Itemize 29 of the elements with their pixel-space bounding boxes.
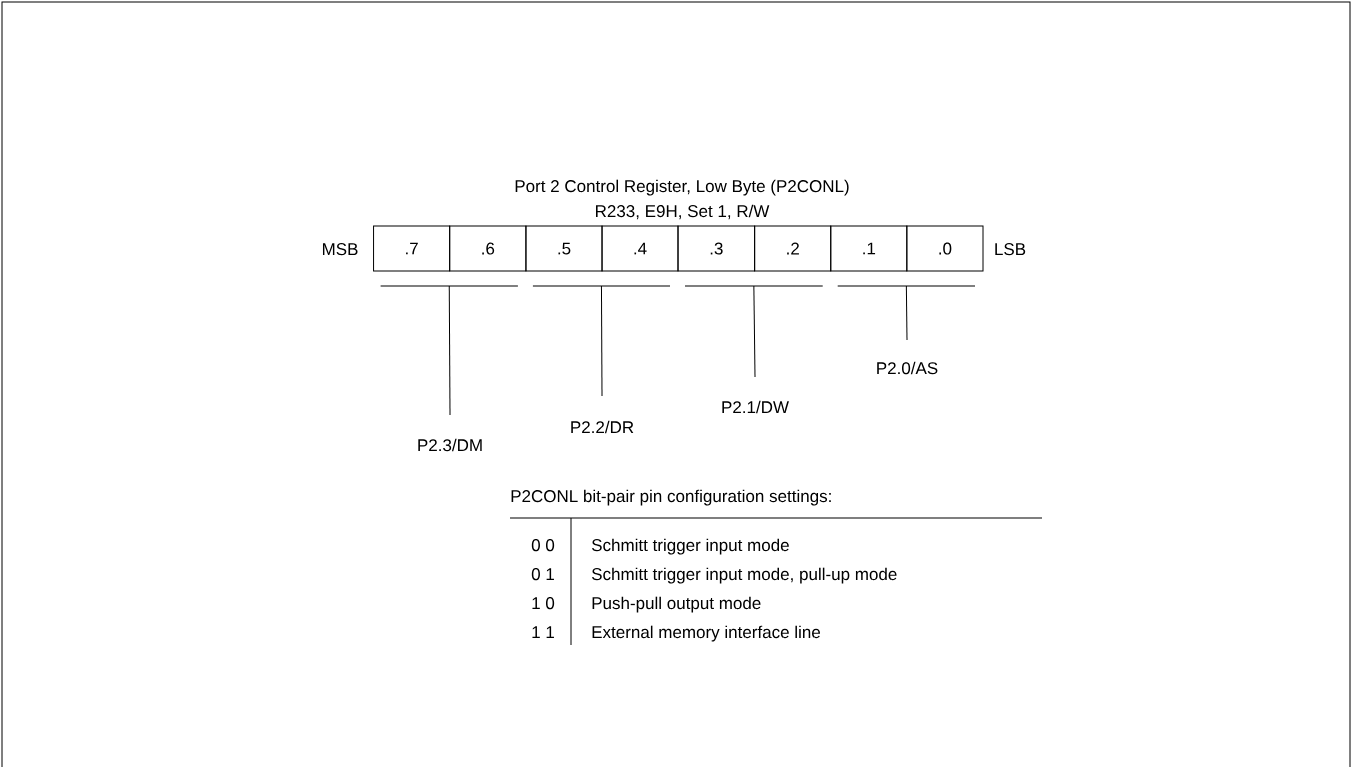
description-cell: Schmitt trigger input mode	[592, 538, 789, 555]
bit-cell: .6	[449, 225, 527, 272]
leader-line	[905, 285, 908, 341]
bit-cell: .2	[754, 225, 832, 272]
bit-cell: .3	[677, 225, 756, 272]
pin-label: P2.0/AS	[877, 361, 938, 375]
table-heading: P2CONL bit-pair pin configuration settings:	[511, 489, 831, 506]
code-cell: 1 1	[532, 626, 554, 638]
bit-cell: .5	[525, 225, 603, 272]
leader-line	[600, 285, 603, 397]
pin-label: P2.1/DW	[722, 400, 789, 414]
title: Port 2 Control Register, Low Byte (P2CONL)	[515, 179, 849, 196]
description-cell: Push-pull output mode	[592, 596, 761, 613]
leader-line	[448, 285, 451, 416]
leader-line	[753, 285, 756, 378]
bit-cell: .1	[830, 225, 908, 272]
bit-label: MSB	[323, 243, 358, 256]
bit-cell: .7	[373, 225, 451, 272]
description-cell: Schmitt trigger input mode, pull-up mode	[592, 567, 897, 584]
description-cell: External memory interface line	[592, 625, 820, 642]
bit-cell: .0	[906, 225, 984, 272]
pin-label: P2.2/DR	[571, 420, 634, 434]
register-address: R233, E9H, Set 1, R/W	[596, 204, 770, 220]
code-cell: 0 1	[531, 568, 554, 581]
bit-cell: .4	[601, 225, 679, 272]
code-cell: 0 0	[531, 539, 555, 552]
pin-label: P2.3/DM	[418, 438, 482, 452]
code-cell: 1 0	[532, 597, 555, 610]
bit-label: LSB	[995, 243, 1026, 256]
